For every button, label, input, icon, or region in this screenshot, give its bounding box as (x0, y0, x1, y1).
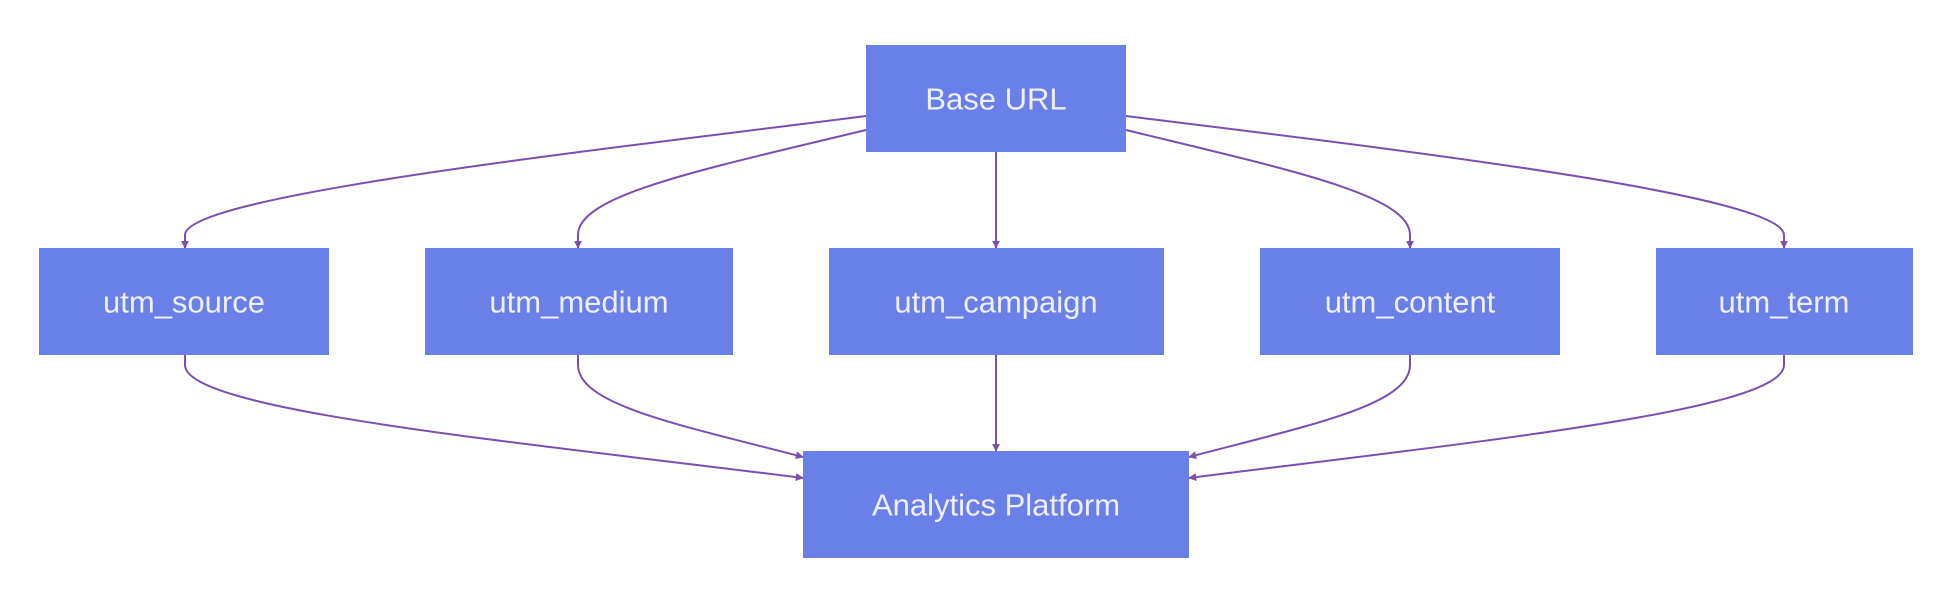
edge-base-url-to-utm-medium (574, 129, 867, 249)
edge-base-url-to-utm-source (181, 115, 867, 249)
node-utm-content-label: utm_content (1325, 285, 1496, 320)
edge-utm-content-to-analytics (1188, 355, 1411, 460)
node-utm-medium-label: utm_medium (489, 285, 668, 320)
edge-base-url-to-utm-term (1125, 115, 1788, 249)
node-base-url: Base URL (866, 45, 1126, 152)
edge-utm-term-to-analytics (1188, 355, 1785, 482)
node-utm-term: utm_term (1656, 248, 1913, 355)
node-utm-term-label: utm_term (1719, 285, 1850, 320)
node-utm-source-label: utm_source (103, 285, 265, 320)
edge-base-url-to-utm-content (1125, 129, 1414, 249)
node-utm-source: utm_source (39, 248, 329, 355)
node-utm-content: utm_content (1260, 248, 1560, 355)
node-analytics-platform-label: Analytics Platform (872, 488, 1120, 523)
node-base-url-label: Base URL (925, 82, 1066, 117)
node-utm-campaign: utm_campaign (829, 248, 1164, 355)
node-utm-medium: utm_medium (425, 248, 733, 355)
edge-utm-source-to-analytics (184, 355, 804, 482)
edge-utm-medium-to-analytics (577, 355, 804, 460)
node-utm-campaign-label: utm_campaign (894, 285, 1097, 320)
node-analytics-platform: Analytics Platform (803, 451, 1189, 558)
